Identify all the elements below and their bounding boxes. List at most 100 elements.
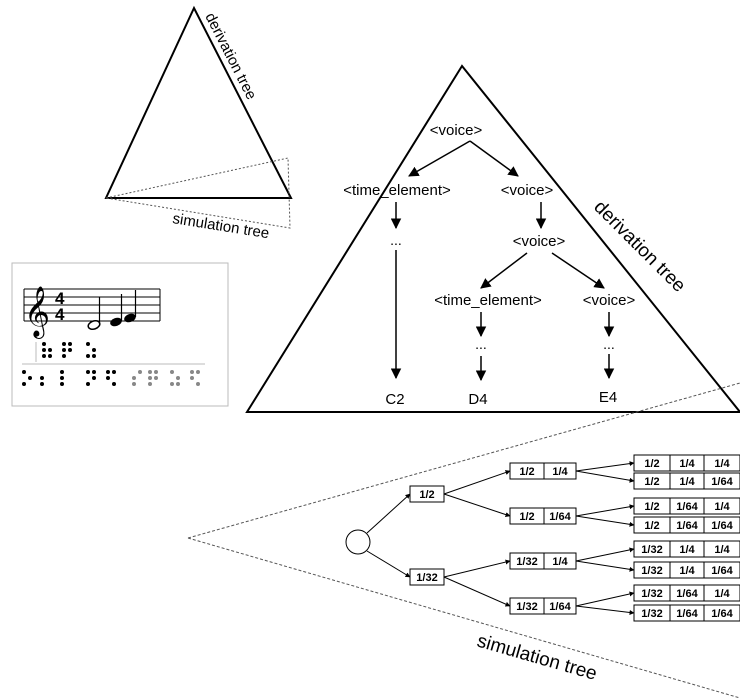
cell-value: 1/64 <box>711 476 733 488</box>
braille-dot <box>148 370 152 374</box>
simulation-tree-diagram: simulation tree 1/2 1/32 1/2 1/4 1/2 1/64 1/32… <box>187 382 740 698</box>
simulation-edge <box>575 470 635 483</box>
simulation-root-node <box>345 529 371 555</box>
simulation-level2-node: 1/2 1/4 <box>509 462 577 480</box>
braille-dot <box>60 382 64 386</box>
ellipsis-2: ... <box>475 336 487 352</box>
braille-dot <box>170 370 174 374</box>
simulation-edge <box>575 547 635 562</box>
quarter-note-icon <box>110 294 123 327</box>
small-derivation-label: derivation tree <box>201 10 259 102</box>
node-box <box>509 507 577 525</box>
simulation-level3-node: 1/2 1/4 1/64 <box>633 472 740 490</box>
braille-dot <box>92 370 96 374</box>
small-simulation-label: simulation tree <box>171 210 270 242</box>
cell-value: 1/4 <box>679 544 695 556</box>
braille-dot <box>68 342 72 346</box>
cell-value: 1/64 <box>711 520 733 532</box>
ellipsis-1: ... <box>390 232 402 248</box>
braille-dot <box>112 370 116 374</box>
simulation-level3-node: 1/2 1/64 1/64 <box>633 516 740 534</box>
braille-dots <box>22 342 200 386</box>
braille-dot <box>138 370 142 374</box>
braille-dot <box>62 348 66 352</box>
braille-dot <box>190 370 194 374</box>
cell-value: 1/2 <box>519 466 534 478</box>
ellipsis-3: ... <box>603 336 615 352</box>
leaf-d4: D4 <box>468 391 487 408</box>
cell-value: 1/64 <box>549 511 571 523</box>
braille-dot <box>40 376 44 380</box>
braille-dot <box>196 370 200 374</box>
quarter-note-icon <box>124 290 137 323</box>
braille-dot <box>40 382 44 386</box>
node-box <box>633 584 740 602</box>
cell-value: 1/2 <box>419 489 434 501</box>
cell-value: 1/4 <box>714 501 730 513</box>
node-voice-3: <voice> <box>583 292 636 309</box>
cell-value: 1/4 <box>679 476 695 488</box>
simulation-level1-node: 1/2 <box>409 485 445 503</box>
node-box <box>409 568 445 586</box>
cell-value: 1/32 <box>516 601 537 613</box>
notation-panel-frame <box>11 262 229 407</box>
node-box <box>509 552 577 570</box>
derivation-triangle <box>245 64 740 413</box>
braille-dot <box>190 376 194 380</box>
cell-value: 1/64 <box>676 520 698 532</box>
cell-value: 1/2 <box>644 476 659 488</box>
cell-value: 1/4 <box>679 565 695 577</box>
braille-dot <box>28 376 32 380</box>
braille-dot <box>92 348 96 352</box>
cell-value: 1/32 <box>641 588 662 600</box>
braille-dot <box>154 376 158 380</box>
braille-dot <box>62 354 66 358</box>
braille-dot <box>86 354 90 358</box>
braille-dot <box>92 376 96 380</box>
node-box <box>633 561 740 579</box>
braille-dot <box>112 382 116 386</box>
simulation-tree-label: simulation tree <box>475 631 600 685</box>
simulation-level1-node: 1/32 <box>409 568 445 586</box>
braille-dot <box>132 376 136 380</box>
node-box <box>633 472 740 490</box>
node-box <box>509 597 577 615</box>
node-voice-1: <voice> <box>501 182 554 199</box>
simulation-edge <box>575 560 635 572</box>
cell-value: 1/32 <box>641 608 662 620</box>
cell-value: 1/4 <box>714 544 730 556</box>
derivation-tree-label: derivation tree <box>589 197 689 297</box>
braille-dot <box>86 370 90 374</box>
braille-dot <box>148 376 152 380</box>
small-simulation-wedge <box>105 157 291 229</box>
node-box <box>633 454 740 472</box>
braille-dot <box>86 342 90 346</box>
simulation-edge <box>575 605 635 615</box>
edge-root-time <box>408 140 471 177</box>
leaf-e4: E4 <box>599 389 617 406</box>
braille-dot <box>132 382 136 386</box>
braille-dot <box>42 354 46 358</box>
cell-value: 1/4 <box>552 466 568 478</box>
node-voice-root: <voice> <box>430 122 483 139</box>
time-signature-bottom: 4 <box>55 305 65 324</box>
small-derivation-triangle <box>104 5 293 199</box>
cell-value: 1/2 <box>644 520 659 532</box>
simulation-edges <box>366 461 635 615</box>
cell-value: 1/64 <box>676 588 698 600</box>
node-box <box>633 540 740 558</box>
braille-dot <box>86 382 90 386</box>
edge-root-voice1 <box>469 140 519 177</box>
simulation-edge <box>443 576 511 607</box>
simulation-edge <box>366 550 411 578</box>
simulation-edge <box>443 470 511 495</box>
braille-dot <box>170 382 174 386</box>
braille-dot <box>48 354 52 358</box>
